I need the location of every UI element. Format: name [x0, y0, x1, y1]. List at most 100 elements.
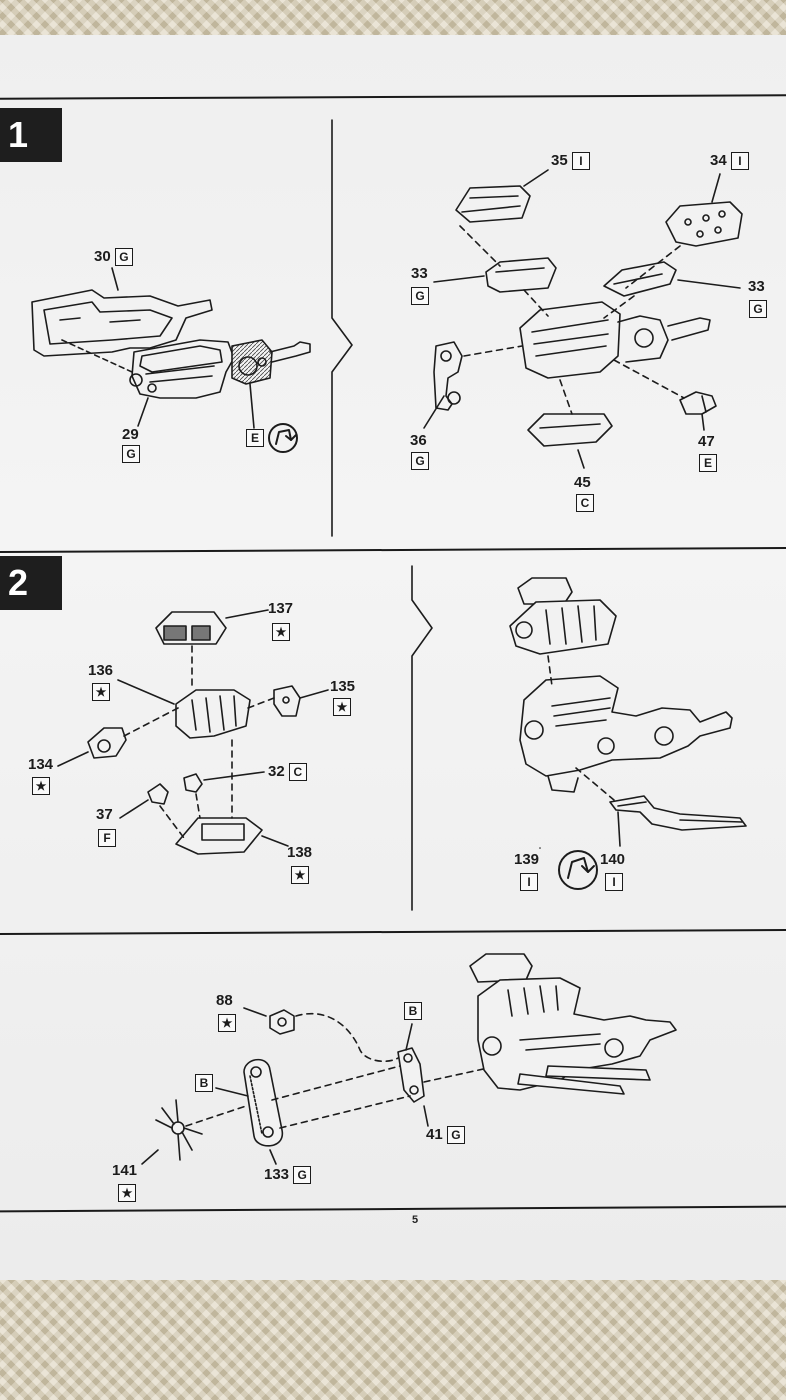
bracket-41	[397, 1047, 425, 1103]
sprue-tag-b-left: B	[195, 1074, 213, 1093]
pulley-36	[433, 341, 463, 411]
part-number: 133	[264, 1166, 290, 1183]
sprue-tag: I	[520, 873, 538, 892]
step-2-divider	[411, 565, 433, 911]
manifold-138	[175, 817, 263, 855]
part-label-33-left: 33	[411, 265, 428, 283]
sprue-tag-37: F	[98, 829, 116, 848]
snout-134	[87, 727, 127, 759]
sprue-tag: ★	[118, 1184, 136, 1203]
sprue-tag: G	[411, 452, 429, 471]
blower-136	[175, 689, 251, 739]
sprue-tag: ★	[218, 1014, 236, 1033]
sprue-tag: G	[114, 248, 133, 267]
sprue-tag: E	[699, 454, 717, 473]
part-number: 135	[330, 678, 356, 695]
rotate-symbol-step1	[268, 423, 298, 453]
sprue-tag-136: ★	[92, 683, 110, 702]
part-number: 41	[426, 1126, 443, 1143]
sprue-tag: C	[576, 494, 594, 513]
part-label-139: 139	[514, 851, 539, 869]
part-number: 136	[88, 662, 114, 679]
sprue-tag-137: ★	[272, 623, 290, 642]
part-label-47: 47	[698, 433, 715, 451]
sprue-tag: ★	[333, 698, 351, 717]
leader-line	[111, 267, 119, 291]
engine-assembly-2	[519, 675, 733, 793]
headers-140	[609, 795, 747, 831]
sprue-tag-139: I	[520, 873, 538, 892]
part-label-135: 135	[330, 678, 355, 696]
leader-line	[137, 397, 149, 427]
sprue-tag-138: ★	[291, 866, 309, 885]
part-label-37: 37	[96, 806, 113, 824]
transmission-e	[231, 339, 311, 385]
sprue-tag: ★	[272, 623, 290, 642]
fabric-background-bottom	[0, 1265, 786, 1400]
sprue-tag-88: ★	[218, 1014, 236, 1033]
part-label-141: 141	[112, 1162, 137, 1180]
fitting-37	[147, 783, 169, 805]
sprue-tag-141: ★	[118, 1184, 136, 1203]
part-number: 29	[122, 426, 139, 443]
sprue-tag: G	[749, 300, 767, 319]
part-label-29: 29	[122, 426, 139, 444]
part-number: 37	[96, 806, 113, 823]
sprue-tag: G	[411, 287, 429, 306]
sprue-tag: C	[288, 763, 307, 782]
engine-block-half-29	[129, 339, 235, 399]
sprue-tag-140: I	[605, 873, 623, 892]
sprue-tag: ★	[291, 866, 309, 885]
step-1-number: 1	[0, 108, 62, 162]
part-label-32: 32 C	[268, 763, 307, 782]
blower-assembly-2	[509, 577, 617, 655]
step-2-number: 2	[0, 556, 62, 610]
sprue-tag: ★	[92, 683, 110, 702]
part-number: 47	[698, 433, 715, 450]
engine-assembly-final	[469, 953, 677, 1095]
part-label-140: 140	[600, 851, 625, 869]
part-number: 140	[600, 851, 626, 868]
part-number: 139	[514, 851, 540, 868]
part-label-137: 137	[268, 600, 293, 618]
sprue-tag-33-right: G	[749, 300, 767, 319]
sprue-tag: I	[730, 152, 749, 171]
part-number: 141	[112, 1162, 138, 1179]
page-number: 5	[412, 1214, 419, 1226]
part-label-134: 134	[28, 756, 53, 774]
sprue-tag-45: C	[576, 494, 594, 513]
part-label-133: 133 G	[264, 1166, 312, 1185]
sprue-tag: F	[98, 829, 116, 848]
idler-88	[269, 1009, 295, 1035]
part-number: 134	[28, 756, 54, 773]
sprue-tag: G	[122, 445, 140, 464]
sprue-tag-e-step1: E	[246, 429, 264, 448]
part-number: 137	[268, 600, 294, 617]
part-number: 88	[216, 992, 233, 1009]
part-label-136: 136	[88, 662, 113, 680]
sprue-tag-36: G	[411, 452, 429, 471]
leader-line	[249, 383, 255, 429]
scoop-137	[155, 611, 227, 645]
sprue-tag-47: E	[699, 454, 717, 473]
intake-33-left	[485, 257, 557, 293]
step-1-divider	[331, 119, 353, 537]
part-label-30: 30 G	[94, 248, 133, 267]
sprue-tag: G	[446, 1126, 465, 1145]
sprue-tag: I	[605, 873, 623, 892]
belt-133	[243, 1058, 283, 1147]
part-label-35: 35 I	[551, 152, 590, 171]
part-number: 30	[94, 248, 111, 265]
part-number: 33	[748, 278, 765, 295]
sprue-tag-29: G	[122, 445, 140, 464]
sprue-tag: B	[404, 1002, 422, 1021]
part-number: 34	[710, 152, 727, 169]
part-number: 35	[551, 152, 568, 169]
part-label-34: 34 I	[710, 152, 749, 171]
part-number: 138	[287, 844, 313, 861]
sprue-tag-134: ★	[32, 777, 50, 796]
instruction-sheet	[0, 35, 786, 1280]
part-label-45: 45	[574, 474, 591, 492]
plug-32	[183, 773, 203, 793]
